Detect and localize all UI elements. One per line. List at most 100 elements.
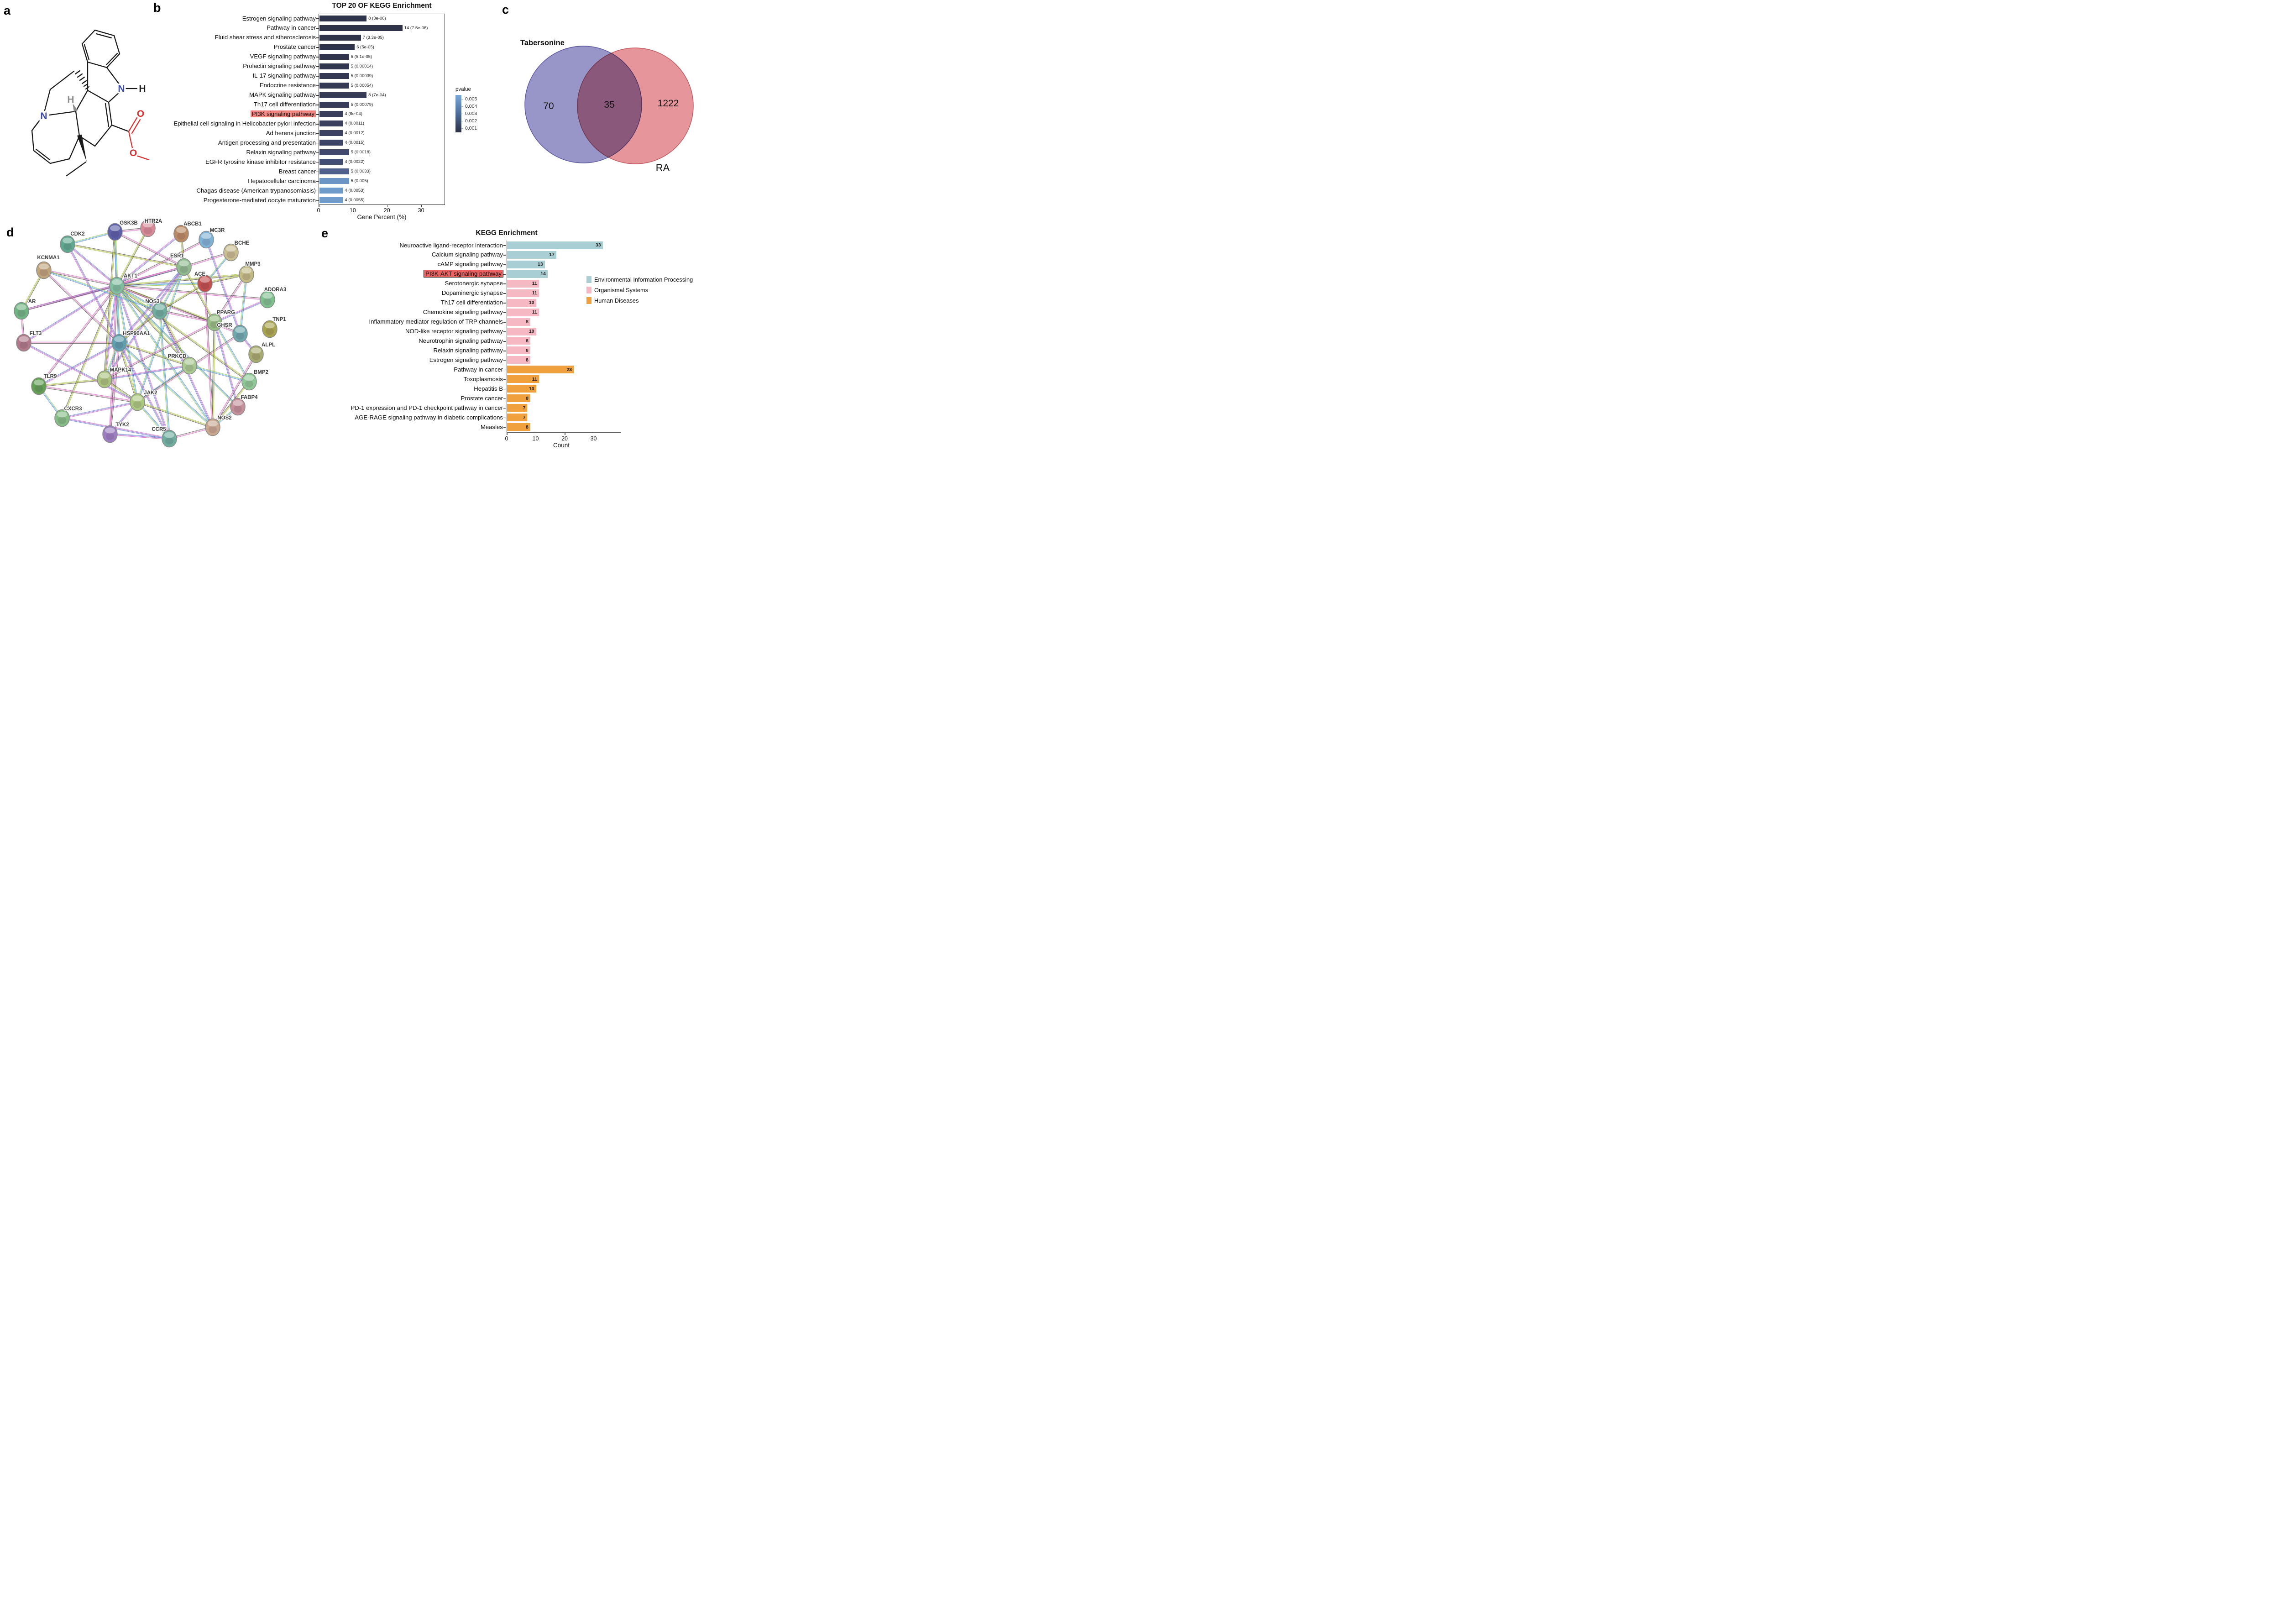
legend-swatch xyxy=(586,287,591,293)
plot-area xyxy=(319,14,445,205)
bar-value: 11 xyxy=(532,290,537,296)
network-edge xyxy=(115,231,184,267)
atom-label-o: O xyxy=(130,148,137,158)
pathway-label: Hepatitis B xyxy=(474,385,503,392)
y-tick-mark xyxy=(316,123,319,125)
network-edge xyxy=(44,269,117,285)
pvalue-colorbar xyxy=(455,95,461,132)
bar: 7 xyxy=(507,414,528,422)
ester-bonds xyxy=(128,117,150,161)
network-edge xyxy=(117,275,247,287)
pvalue-tick-label: 0.004 xyxy=(465,104,477,109)
network-node-label: NOS2 xyxy=(217,415,231,421)
pvalue-tick-label: 0.005 xyxy=(465,96,477,102)
network-node-label: GHSR xyxy=(217,323,232,328)
legend-swatch xyxy=(586,276,591,283)
network-node-tnp1: TNP1 xyxy=(262,316,287,338)
pathway-label: Chemokine signaling pathway xyxy=(423,309,503,316)
y-tick-mark xyxy=(316,152,319,153)
bar-value: 8 xyxy=(525,319,529,325)
bar-row: 8 (3e-06) xyxy=(319,15,386,21)
bar xyxy=(319,82,349,89)
pathway-label: Serotonergic synapse xyxy=(445,280,503,287)
pathway-label: Dopaminergic synapse xyxy=(441,289,503,297)
y-tick-mark xyxy=(316,200,319,201)
y-tick-mark xyxy=(503,303,506,304)
network-node-label: HTR2A xyxy=(145,219,162,224)
y-tick-mark xyxy=(316,171,319,173)
network-edge xyxy=(104,321,215,379)
y-tick-mark xyxy=(316,114,319,115)
bar: 17 xyxy=(507,251,556,259)
network-node-gsk3b: GSK3B xyxy=(107,220,138,241)
bar-row: 23 xyxy=(507,366,574,374)
bar-row: 5 (0.00079) xyxy=(319,101,373,108)
network-edge xyxy=(67,231,115,244)
pathway-label: Prostate cancer xyxy=(273,43,316,51)
network-edge xyxy=(116,286,189,367)
pathway-label: Neuroactive ligand-receptor interaction xyxy=(399,241,503,249)
network-edge xyxy=(68,243,184,267)
bar xyxy=(319,63,349,69)
network-node-bche: BCHE xyxy=(223,240,250,262)
pathway-label: Ad herens junction xyxy=(266,129,316,136)
figure-page: a b c d e xyxy=(0,0,704,452)
bar-row: 11 xyxy=(507,289,539,297)
bar xyxy=(319,149,349,156)
bar-value: 14 xyxy=(540,271,546,277)
bar xyxy=(319,188,343,194)
x-tick-mark xyxy=(593,433,595,435)
y-tick-mark xyxy=(316,85,319,86)
network-edge xyxy=(215,274,247,323)
pathway-label: Chagas disease (American trypanosomiasis… xyxy=(196,187,316,194)
bar: 8 xyxy=(507,394,530,403)
bar: 8 xyxy=(507,356,530,364)
bar: 11 xyxy=(507,375,539,383)
bar: 8 xyxy=(507,346,530,355)
bar-row: 7 xyxy=(507,414,528,422)
venn-left-count: 70 xyxy=(543,101,554,111)
legend-item: Environmental Information Processing xyxy=(586,274,693,285)
network-edge xyxy=(21,267,184,312)
network-node-label: NOS3 xyxy=(145,299,159,304)
bar: 11 xyxy=(507,279,539,288)
x-tick-mark xyxy=(352,205,354,207)
network-edge xyxy=(183,252,231,267)
pathway-label: Epithelial cell signaling in Helicobacte… xyxy=(173,120,316,127)
bar-value: 8 (7e-04) xyxy=(368,92,386,98)
network-edge xyxy=(120,342,139,402)
network-edge xyxy=(68,232,115,246)
network-edge xyxy=(110,435,169,440)
x-tick-label: 0 xyxy=(317,207,320,214)
network-edge xyxy=(136,267,183,402)
network-edge xyxy=(39,343,120,387)
network-edge xyxy=(68,243,118,286)
y-tick-mark xyxy=(316,162,319,163)
bar xyxy=(319,34,361,41)
network-edge xyxy=(110,433,170,438)
bar xyxy=(319,53,349,60)
panel-letter-d: d xyxy=(6,225,14,239)
bar-row: 5 (0.00039) xyxy=(319,73,373,79)
y-tick-mark xyxy=(503,331,506,332)
bar: 10 xyxy=(507,299,536,307)
highlighted-pathway-label: PI3K-AKT signaling pathway xyxy=(424,270,503,278)
bar xyxy=(319,130,343,136)
network-node-akt1: AKT1 xyxy=(109,273,138,295)
bar: 8 xyxy=(507,337,530,345)
network-node-jak2: JAK2 xyxy=(130,390,158,411)
atom-label-n: N xyxy=(118,84,125,94)
network-edge xyxy=(109,342,119,434)
bar-value: 7 xyxy=(523,405,526,411)
bar-row: 8 xyxy=(507,337,530,345)
network-edge xyxy=(62,402,138,419)
network-edge xyxy=(62,403,138,419)
pathway-label: AGE-RAGE signaling pathway in diabetic c… xyxy=(355,414,503,421)
network-edge xyxy=(159,310,170,439)
network-node-label: CCR5 xyxy=(152,427,166,432)
network-edge xyxy=(119,310,160,343)
network-node-label: JAK2 xyxy=(144,390,157,396)
network-node-esr1: ESR1 xyxy=(169,253,192,276)
